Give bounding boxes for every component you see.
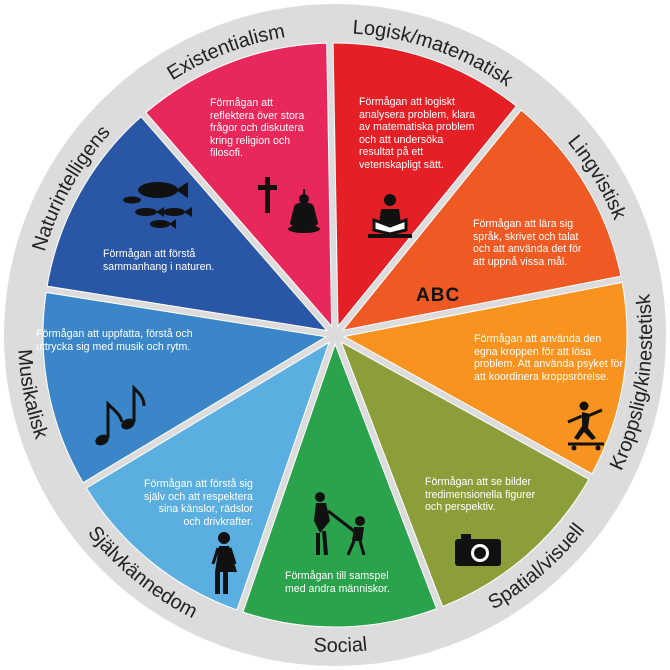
sector-naturintelligens (46, 116, 329, 332)
kroppslig-description: Förmågan att använda den egna kroppen fö… (474, 333, 623, 383)
existentialism-description: Förmågan att reflektera över stora frågo… (210, 97, 305, 159)
camera-icon (455, 534, 501, 566)
abc-text: ABC (416, 285, 461, 306)
cross-and-buddha-icon (258, 177, 320, 233)
skateboarder-icon (567, 401, 604, 451)
social-description: Förmågan till samspel med andra människo… (285, 570, 390, 595)
spatial-description: Förmågan att se bilder tredimensionella … (425, 476, 536, 513)
reading-person-icon (368, 194, 412, 238)
logisk-description: Förmågan att logiskt analysera problem, … (359, 96, 475, 171)
sector-musikalisk (42, 291, 328, 484)
musikalisk-description: Förmågan att uppfatta, förstå och uttryc… (36, 328, 193, 353)
woman-icon (211, 532, 237, 594)
fish-icon (123, 182, 192, 229)
sector-existentialism (145, 42, 333, 328)
sjalvkannedom-description: Förmågan att förstå sig själv och att re… (144, 478, 253, 528)
sector-kroppslig (342, 281, 628, 475)
sector-logisk (332, 42, 517, 328)
people-dancing-icon (314, 492, 366, 556)
music-notes-icon (95, 384, 146, 446)
sector-sjalvkannedom (85, 341, 331, 611)
naturintelligens-description: Förmågan att förstå sammanhang i naturen… (103, 248, 215, 273)
label-social: Social (313, 633, 368, 657)
sector-lingvistisk (341, 109, 622, 331)
sector-spatial (340, 340, 590, 608)
lingvistisk-description: Förmågan att lära sig språk, skrivet och… (473, 218, 582, 268)
sector-social (242, 342, 438, 628)
